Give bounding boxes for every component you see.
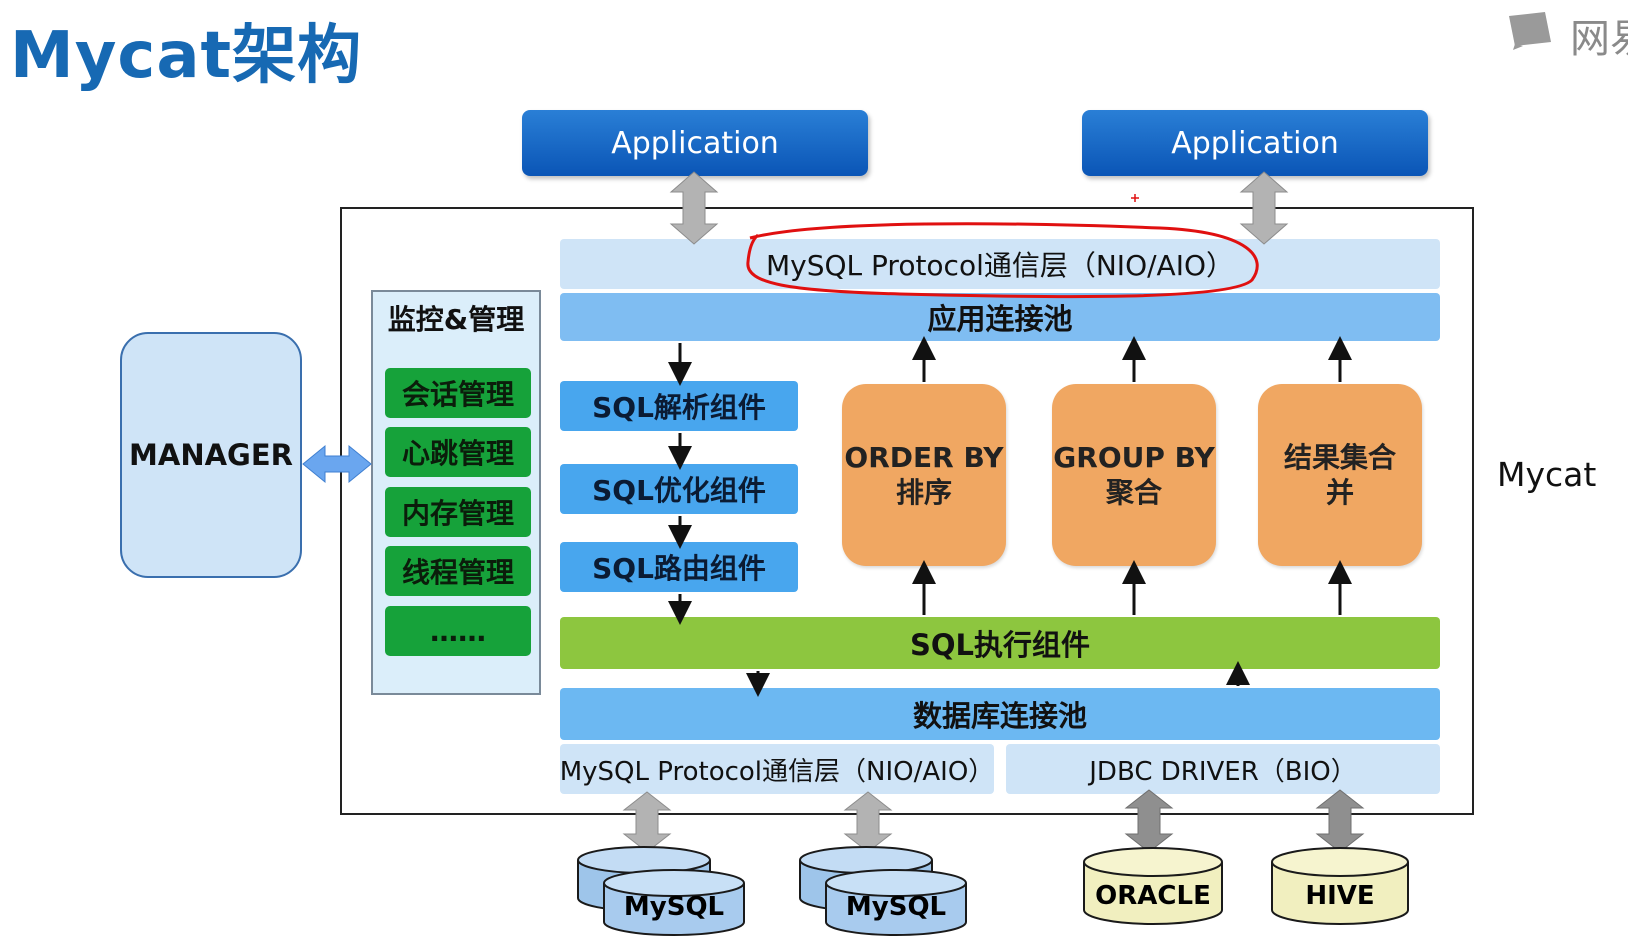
- netease-logo-icon: [1509, 12, 1551, 50]
- mycat-label: Mycat: [1497, 455, 1597, 494]
- page-title: Mycat架构: [10, 19, 363, 93]
- db3-double-arrow: [1124, 789, 1174, 853]
- db2-double-arrow: [843, 791, 893, 853]
- sql-optimizer-component: SQL优化组件: [560, 464, 798, 514]
- red-annotation-circle: [746, 222, 1259, 299]
- more-items-ellipsis: ……: [385, 606, 531, 656]
- result-merge-block: 结果集合并: [1258, 384, 1422, 566]
- application-box-1: Application: [522, 110, 868, 176]
- manager-monitor-double-arrow: [302, 444, 372, 484]
- group-by-aggregate-block: GROUP BY 聚合: [1052, 384, 1216, 566]
- db-mysql-1-label: MySQL: [624, 892, 724, 922]
- sql-parser-component: SQL解析组件: [560, 381, 798, 431]
- heartbeat-management-item: 心跳管理: [385, 427, 531, 477]
- db1-double-arrow: [622, 791, 672, 853]
- manager-box: MANAGER: [120, 332, 302, 578]
- mysql-protocol-layer-bottom: MySQL Protocol通信层（NIO/AIO）: [560, 744, 994, 794]
- application-connection-pool: 应用连接池: [560, 293, 1440, 341]
- db-hive-label: HIVE: [1305, 881, 1374, 911]
- database-connection-pool: 数据库连接池: [560, 688, 1440, 740]
- app1-double-arrow: [669, 171, 719, 245]
- session-management-item: 会话管理: [385, 368, 531, 418]
- monitor-management-panel: 监控&管理 会话管理 心跳管理 内存管理 线程管理 ……: [371, 290, 541, 695]
- monitor-panel-title: 监控&管理: [387, 303, 525, 336]
- netease-logo-text: 网易: [1570, 16, 1628, 62]
- order-by-sort-block: ORDER BY 排序: [842, 384, 1006, 566]
- db4-double-arrow: [1315, 789, 1365, 853]
- sql-execution-component: SQL执行组件: [560, 617, 1440, 669]
- app2-double-arrow: [1239, 171, 1289, 245]
- thread-management-item: 线程管理: [385, 546, 531, 596]
- application-box-2: Application: [1082, 110, 1428, 176]
- db-mysql-2-label: MySQL: [846, 892, 946, 922]
- sql-router-component: SQL路由组件: [560, 542, 798, 592]
- memory-management-item: 内存管理: [385, 487, 531, 537]
- jdbc-driver-layer: JDBC DRIVER（BIO）: [1006, 744, 1440, 794]
- mysql-protocol-layer-top: MySQL Protocol通信层（NIO/AIO）: [560, 239, 1440, 289]
- red-plus-mark: [1131, 194, 1139, 202]
- db-oracle-label: ORACLE: [1095, 881, 1211, 911]
